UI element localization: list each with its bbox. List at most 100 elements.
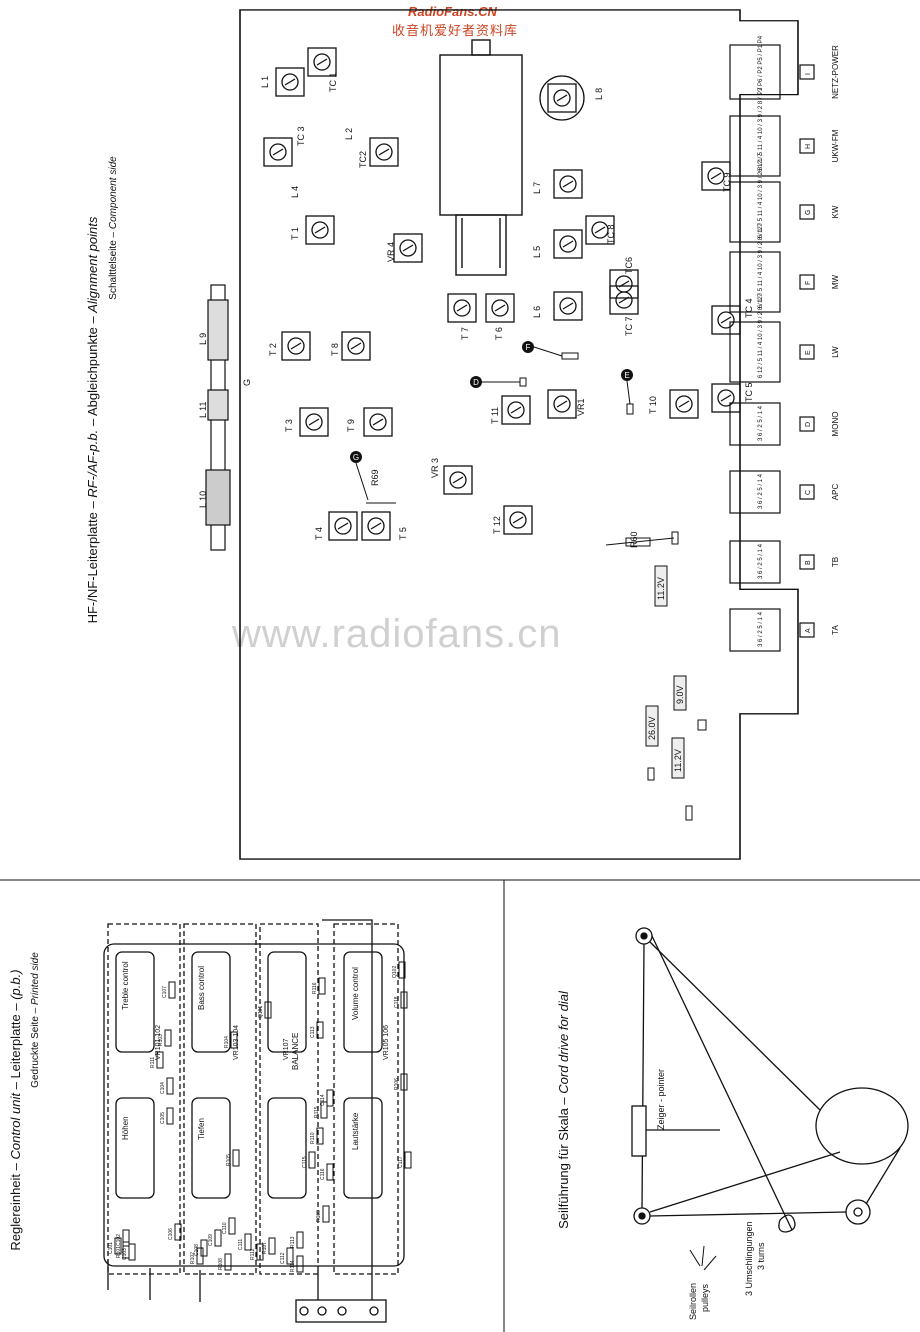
label-L11: L 11 (198, 401, 208, 418)
svg-text:C103: C103 (122, 1248, 128, 1260)
switch-letter: B (805, 560, 812, 565)
pot-label-bass-en: Bass control (197, 966, 206, 1010)
section-dividers (0, 879, 920, 1332)
svg-text:E: E (624, 371, 629, 380)
voltage-tags: 11.2V 9.0V 26.0V 11.2V (645, 565, 707, 821)
core-L1 (275, 67, 305, 97)
core-L7 (553, 169, 583, 199)
switch-label: APC (831, 484, 840, 501)
switch-letter: I (805, 73, 812, 75)
part-r104: R104 (224, 1031, 238, 1049)
part-c110: C110 (222, 1217, 236, 1235)
cord-drive-labels: Zeiger - pointer 3 Umschlingungen 3 turn… (656, 1069, 766, 1320)
svg-text:C114: C114 (320, 1094, 326, 1106)
switch-pins: 3 6 / 2 5 / 1 4 (758, 405, 764, 441)
svg-text:R116: R116 (312, 982, 318, 994)
core-T3 (299, 407, 329, 437)
label-R60: R60 (629, 531, 639, 548)
watermark-center: www.radiofans.cn (232, 612, 562, 656)
part-r116: R116 (312, 977, 326, 995)
core-T9 (363, 407, 393, 437)
svg-text:Gedruckte Seite – Printed side: Gedruckte Seite – Printed side (30, 952, 41, 1088)
part-c105: C105 (160, 1107, 174, 1125)
part-r105: R105 (226, 1149, 240, 1167)
svg-text:R102: R102 (190, 1252, 196, 1264)
core-T5 (361, 511, 391, 541)
svg-text:C109: C109 (208, 1234, 214, 1246)
svg-text:26.0V: 26.0V (647, 716, 657, 740)
switch-pins: 6 12 / 5 11 / 4 10 / 3 9 / 2 8 / 1 7 (758, 153, 764, 238)
part-r113: R113 (290, 1231, 304, 1249)
core-VR3 (443, 465, 473, 495)
label-T11: T 11 (490, 407, 500, 424)
turns-label-en: 3 turns (756, 1242, 766, 1270)
label-T4: T 4 (314, 527, 324, 540)
label-L8: L 8 (594, 88, 604, 100)
switch-label: MONO (831, 412, 840, 437)
alignment-points: F D E G (350, 341, 634, 504)
svg-text:Seilführung für Skala – Cord d: Seilführung für Skala – Cord drive for d… (556, 990, 571, 1229)
part-c113: C113 (310, 1021, 324, 1039)
label-VR1: VR1 (576, 398, 586, 416)
label-T6: T 6 (494, 327, 504, 340)
pot-label-volume-en: Volume control (351, 967, 360, 1020)
part-r110: R110 (310, 1127, 324, 1145)
core-TC4 (711, 305, 741, 335)
label-TC8: TC 8 (606, 224, 616, 244)
cord-drive-title: Seilführung für Skala – Cord drive for d… (556, 990, 571, 1229)
svg-text:C116: C116 (320, 1168, 326, 1180)
part-c117: C117 (398, 1151, 412, 1169)
switch-letter: E (805, 350, 812, 355)
part-c101: C101 (108, 1237, 122, 1255)
svg-text:Q101: Q101 (258, 1006, 264, 1018)
point-D: D (470, 376, 527, 388)
switch-letter: H (805, 144, 812, 149)
core-T8 (341, 331, 371, 361)
svg-text:Reglereinheit – Control unit –: Reglereinheit – Control unit – Leiterpla… (8, 969, 23, 1250)
toroid-L8 (539, 75, 585, 121)
pot-id-balance: VR107 (283, 1038, 290, 1060)
part-c111: C111 (238, 1233, 252, 1251)
switch-pins: 6 12 / 5 11 / 4 10 / 3 9 / 2 8 / 1 7 (758, 293, 764, 378)
part-r106: R106 (394, 1073, 408, 1091)
pot-label-volume: Lautstärke (351, 1112, 360, 1150)
switch-letter: C (805, 490, 812, 495)
svg-text:C102: C102 (116, 1234, 122, 1246)
part-c116: C116 (320, 1163, 334, 1181)
label-L7: L 7 (532, 182, 542, 194)
svg-text:R111: R111 (150, 1057, 156, 1068)
core-T10 (669, 389, 699, 419)
switch-pins: 6 12 / 5 11 / 4 10 / 3 9 / 2 8 / 1 7 (758, 87, 764, 172)
svg-text:R108: R108 (218, 1258, 224, 1270)
label-TC6: TC6 (624, 257, 634, 274)
svg-text:R113: R113 (290, 1236, 296, 1248)
svg-text:11.2V: 11.2V (673, 749, 683, 772)
part-c106: C106 (168, 1223, 182, 1241)
part-c102: C102 (116, 1229, 130, 1247)
voltage-tag-3: 26.0V (645, 705, 659, 781)
label-TC4: TC 4 (744, 298, 754, 318)
label-L1: L 1 (260, 76, 270, 88)
control-unit-labels: Höhen Treble control VR101 102 Tiefen Ba… (121, 961, 390, 1150)
core-VR4 (393, 233, 423, 263)
part-r115: R115 (314, 1101, 328, 1119)
switch-letter: G (805, 210, 812, 215)
svg-text:D: D (473, 378, 479, 387)
core-T4 (328, 511, 358, 541)
svg-text:HF-/NF-Leiterplatte – RF-/AF-p: HF-/NF-Leiterplatte – RF-/AF-p.b. – Abgl… (85, 216, 100, 623)
svg-text:C106: C106 (168, 1228, 174, 1240)
part-c114: C114 (320, 1089, 334, 1107)
part-c109: C109 (208, 1229, 222, 1247)
label-T2: T 2 (268, 343, 278, 356)
core-T2 (281, 331, 311, 361)
label-TC2: TC2 (358, 151, 368, 168)
label-T3: T 3 (284, 419, 294, 432)
switch-pins: 3 6 / 2 5 / 1 4 (758, 611, 764, 647)
pulleys-label-en: pulleys (700, 1283, 710, 1312)
